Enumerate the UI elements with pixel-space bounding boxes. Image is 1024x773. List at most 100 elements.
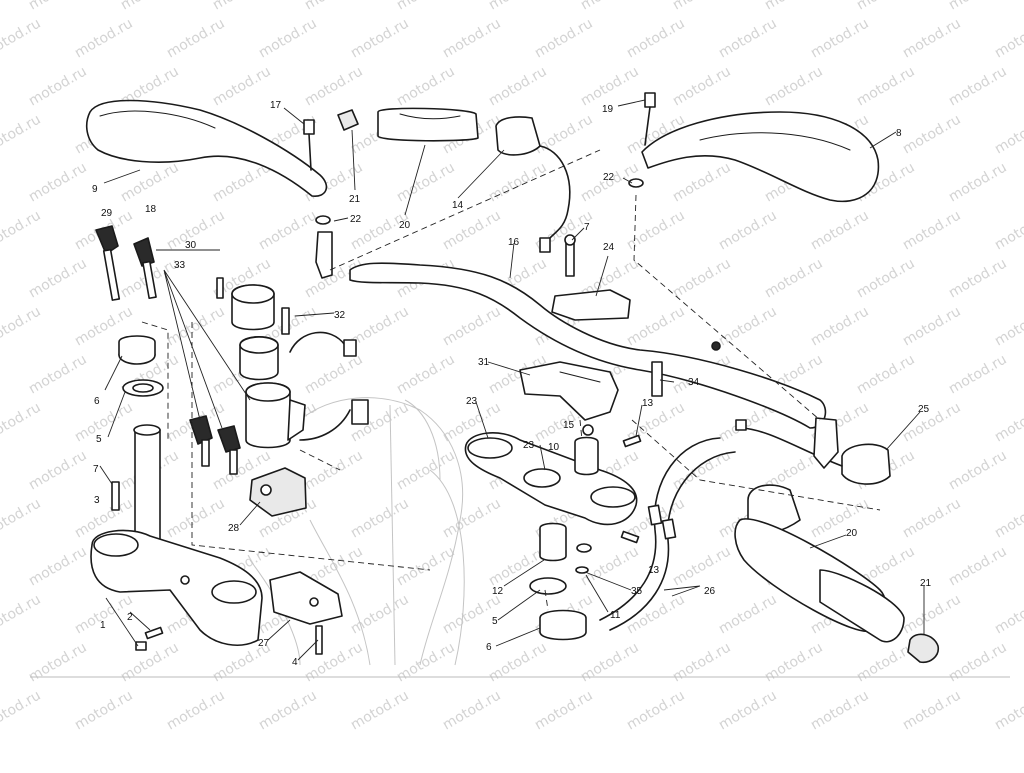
callout-21-top: 21 [349, 194, 361, 205]
watermark-text: motod.ru [0, 495, 44, 541]
watermark-text: motod.ru [854, 639, 918, 685]
watermark-text: motod.ru [946, 63, 1010, 109]
watermark-text: motod.ru [946, 543, 1010, 589]
watermark-text: motod.ru [624, 15, 688, 61]
callout-9: 9 [92, 184, 98, 195]
watermark-text: motod.ru [946, 351, 1010, 397]
immobilizer-bracket [249, 467, 307, 517]
watermark-text: motod.ru [808, 15, 872, 61]
watermark-text: motod.ru [26, 63, 90, 109]
watermark-text: motod.ru [394, 639, 458, 685]
watermark-text: motod.ru [532, 111, 596, 157]
watermark-text: motod.ru [0, 207, 44, 253]
watermark-text: motod.ru [486, 159, 550, 205]
watermark-text: motod.ru [0, 303, 44, 349]
callout-8: 8 [896, 128, 902, 139]
watermark-text: motod.ru [762, 639, 826, 685]
watermark-text: motod.ru [900, 207, 964, 253]
watermark-text: motod.ru [26, 159, 90, 205]
callout-25: 25 [918, 404, 930, 415]
mirror-bolts [303, 92, 656, 279]
watermark-text: motod.ru [992, 399, 1024, 445]
callout-20-right: 20 [846, 528, 858, 539]
watermark-text: motod.ru [854, 351, 918, 397]
callout-18: 18 [145, 204, 157, 215]
callout-32: 32 [334, 310, 346, 321]
watermark-text: motod.ru [946, 255, 1010, 301]
watermark-text: motod.ru [624, 591, 688, 637]
callout-35: 35 [631, 586, 643, 597]
watermark-text: motod.ru [440, 207, 504, 253]
callout-29: 29 [101, 208, 113, 219]
watermark-text: motod.ru [26, 447, 90, 493]
watermark-text: motod.ru [670, 543, 734, 589]
callout-7-left: 7 [93, 464, 99, 475]
callout-labels: 17 21 20 14 19 8 9 22 22 16 7 24 29 18 3… [92, 100, 932, 668]
watermark-text: motod.ru [0, 591, 44, 637]
watermark-text: motod.ru [992, 687, 1024, 733]
watermark-text: motod.ru [624, 303, 688, 349]
left-mirror [85, 99, 328, 197]
watermark-text: motod.ru [716, 303, 780, 349]
callout-13-top: 13 [642, 398, 654, 409]
watermark-text: motod.ru [210, 0, 274, 13]
left-grip-top [337, 107, 479, 142]
watermark-text: motod.ru [72, 687, 136, 733]
watermark-text: motod.ru [854, 63, 918, 109]
watermark-text: motod.ru [440, 303, 504, 349]
watermark-text: motod.ru [26, 639, 90, 685]
callout-28: 28 [228, 523, 240, 534]
watermark-text: motod.ru [762, 0, 826, 13]
callout-6-center: 6 [486, 642, 492, 653]
watermark-text: motod.ru [992, 495, 1024, 541]
watermark-text: motod.ru [394, 0, 458, 13]
watermark-text: motod.ru [762, 63, 826, 109]
watermark-text: motod.ru [26, 543, 90, 589]
callout-33: 33 [174, 260, 186, 271]
watermark-text: motod.ru [486, 639, 550, 685]
watermark-text: motod.ru [118, 0, 182, 13]
watermark-text: motod.ru [808, 303, 872, 349]
watermark-text: motod.ru [256, 15, 320, 61]
throttle-grip [734, 484, 940, 664]
watermark-text: motod.ru [440, 15, 504, 61]
watermark-text: motod.ru [670, 0, 734, 13]
watermark-text: motod.ru [394, 543, 458, 589]
throttle-cables [599, 437, 736, 631]
callout-10: 10 [548, 442, 560, 453]
watermark-text: motod.ru [946, 447, 1010, 493]
assembly-dashed-lines [141, 149, 881, 611]
watermark-text: motod.ru [26, 0, 90, 13]
watermark-text: motod.ru [394, 63, 458, 109]
watermark-text: motod.ru [0, 15, 44, 61]
steering-head-bearing-left [118, 335, 164, 397]
watermark-text: motod.ru [0, 111, 44, 157]
callout-17: 17 [270, 100, 282, 111]
watermark-text: motod.ru [670, 255, 734, 301]
callout-22-right: 22 [603, 172, 615, 183]
callout-24: 24 [603, 242, 615, 253]
callout-4: 4 [292, 657, 298, 668]
watermark-text: motod.ru [992, 111, 1024, 157]
callout-5-center: 5 [492, 616, 498, 627]
watermark-text: motod.ru [210, 63, 274, 109]
watermark-text: motod.ru [164, 687, 228, 733]
watermark-text: motod.ru [900, 399, 964, 445]
watermark-text: motod.ru [302, 447, 366, 493]
watermark-text: motod.ru [348, 15, 412, 61]
callout-14: 14 [452, 200, 464, 211]
watermark-text: motod.ru [118, 159, 182, 205]
watermark-text: motod.ru [394, 159, 458, 205]
watermark-text: motod.ru [992, 207, 1024, 253]
background-frame-outline [30, 397, 1010, 678]
watermark-text: motod.ru [72, 399, 136, 445]
watermark-text: motod.ru [302, 63, 366, 109]
watermark-text: motod.ru [808, 495, 872, 541]
right-mirror [641, 111, 880, 203]
watermark-text: motod.ru [670, 639, 734, 685]
watermark-text: motod.ru [164, 15, 228, 61]
watermark-text: motod.ru [440, 495, 504, 541]
watermark-text: motod.ru [532, 687, 596, 733]
